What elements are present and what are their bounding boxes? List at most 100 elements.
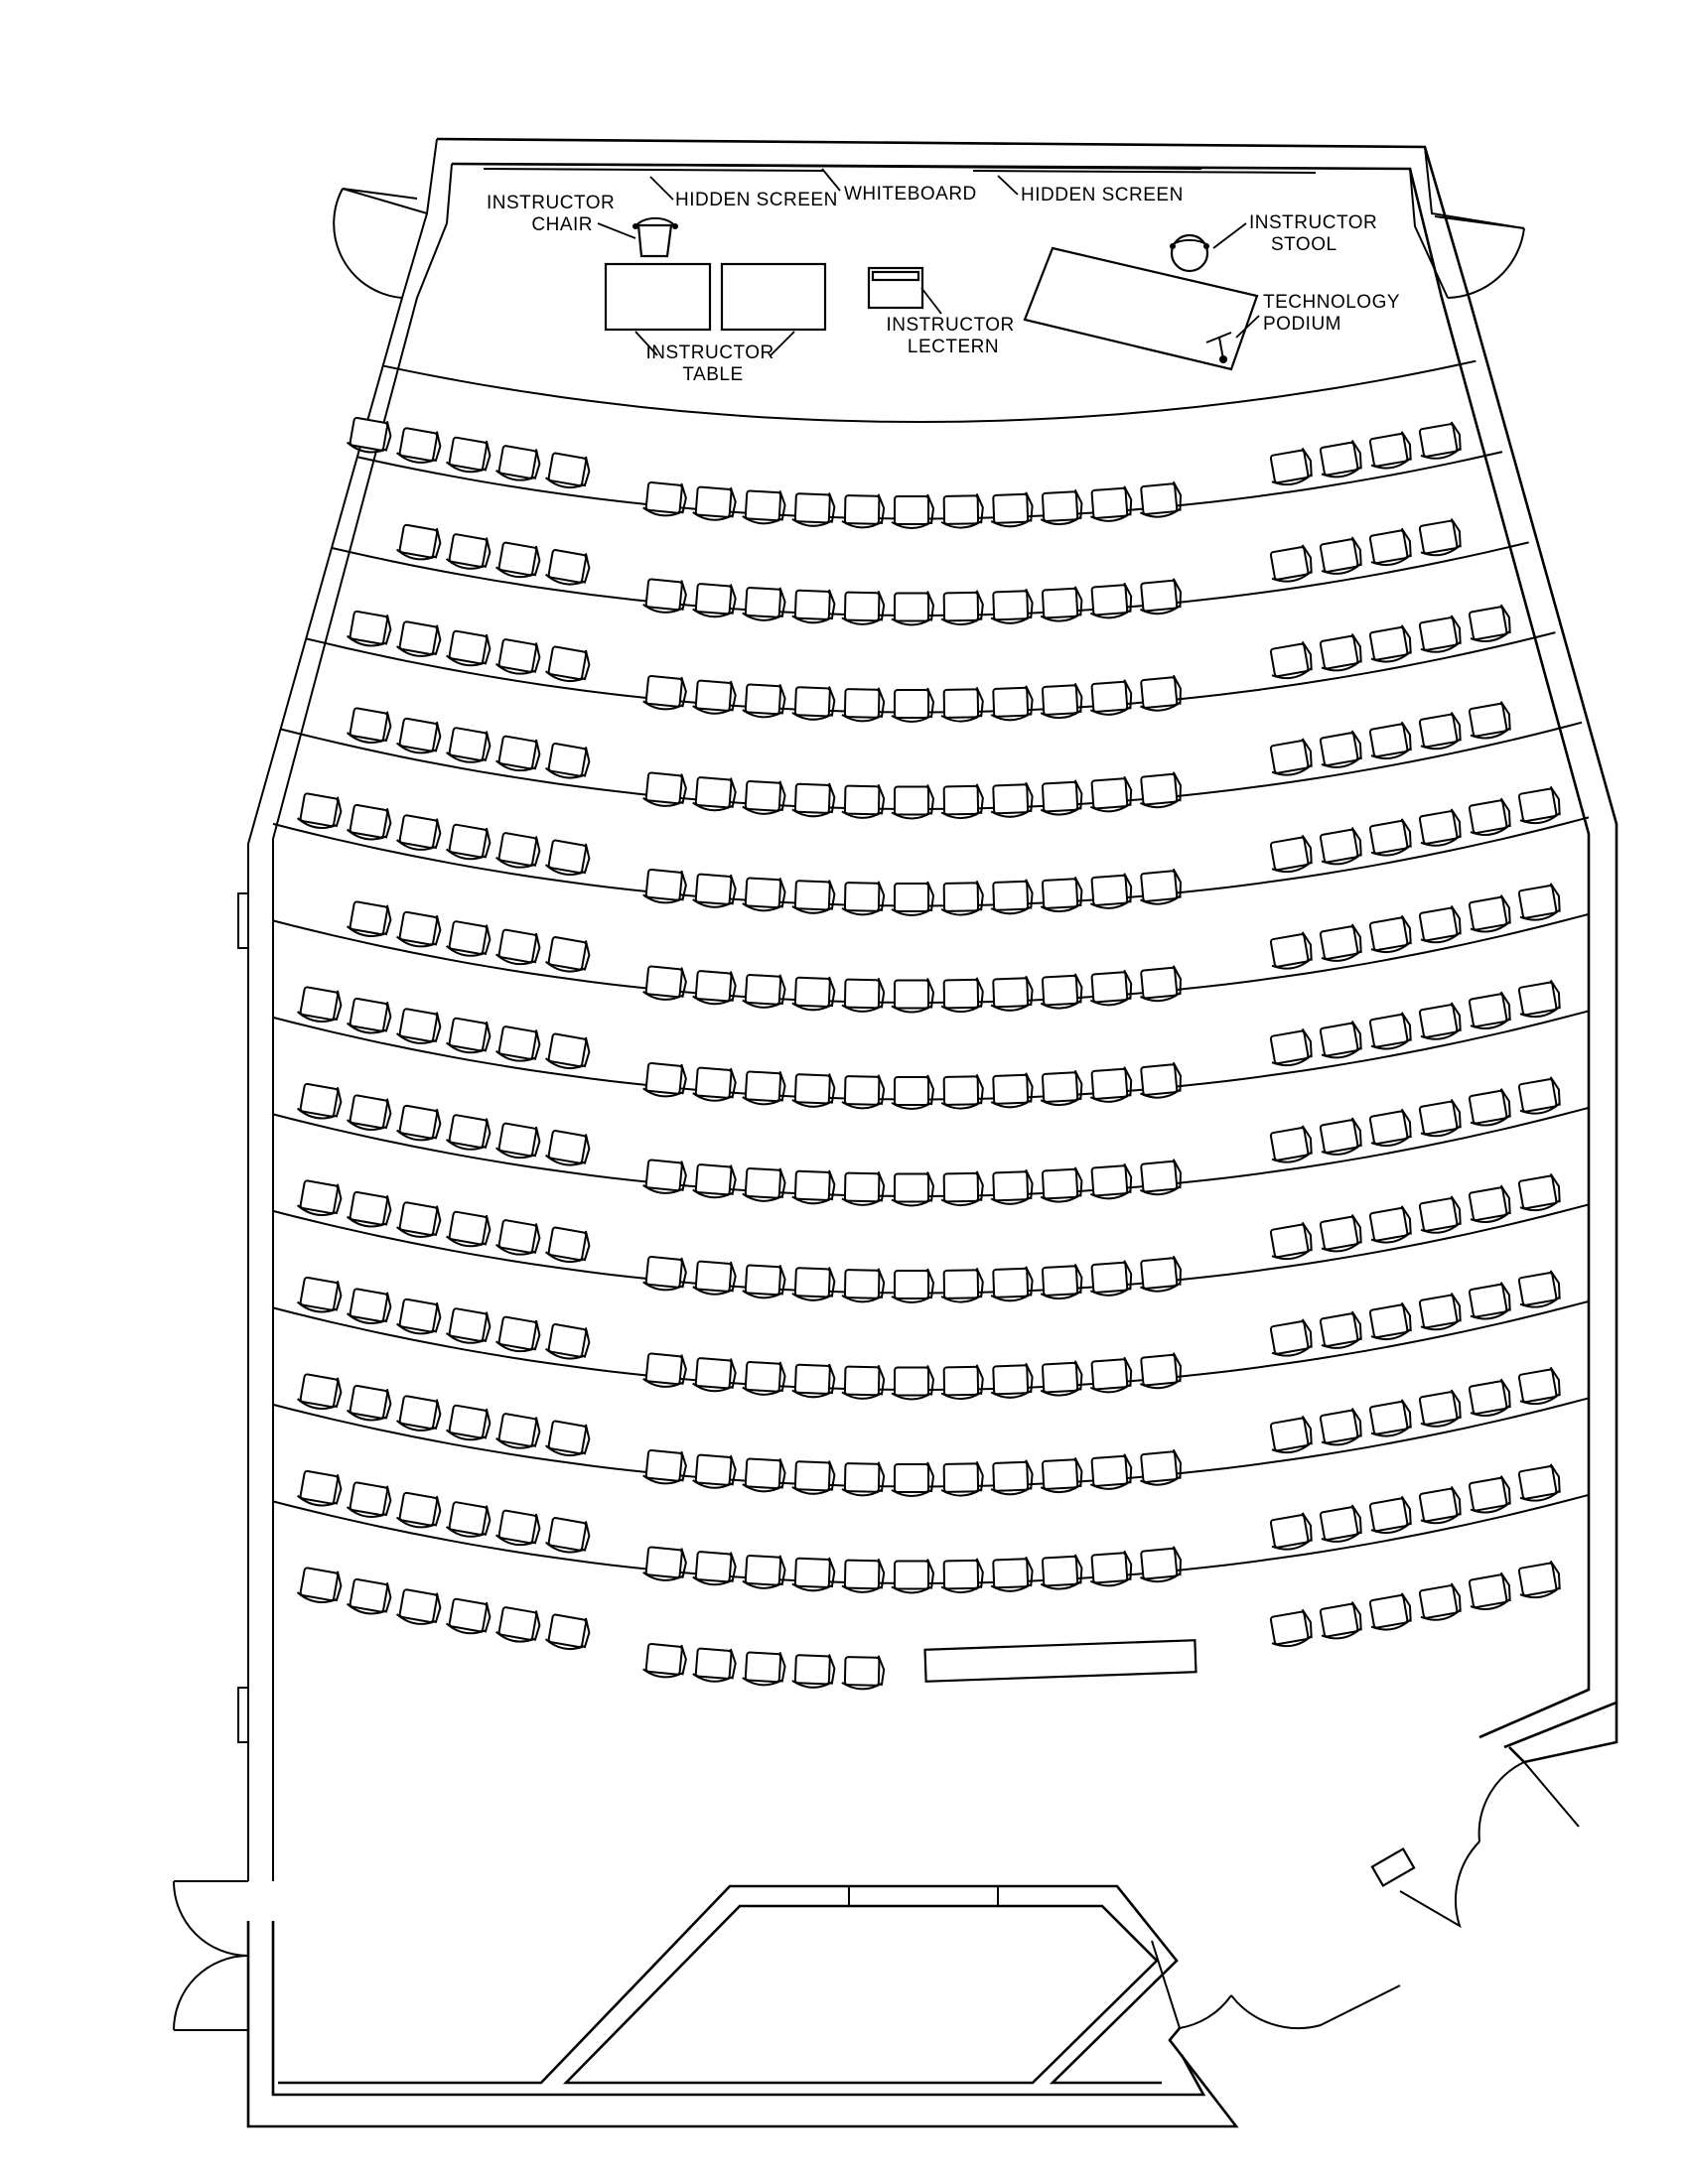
seat: [642, 675, 687, 711]
seat: [1368, 527, 1412, 567]
seat: [1269, 544, 1313, 583]
seat: [296, 1469, 343, 1507]
seat: [642, 869, 687, 904]
seat: [1517, 883, 1561, 921]
seat: [891, 591, 935, 626]
lower-platform: [278, 1884, 1179, 2085]
seat: [1517, 979, 1561, 1019]
label-technology-podium-line2: PODIUM: [1263, 314, 1341, 335]
seat: [642, 1256, 687, 1292]
left-wall-recess-lower: [237, 1687, 248, 1743]
seat: [692, 1453, 737, 1489]
seat: [791, 1073, 836, 1108]
seat: [940, 880, 984, 916]
tier-lines: [272, 359, 1590, 1584]
seat: [445, 1017, 492, 1054]
seat: [1269, 1318, 1313, 1357]
seat: [445, 1114, 492, 1151]
platform-inner-step: [566, 1886, 1033, 2084]
seat: [1517, 1270, 1561, 1308]
seat: [692, 1163, 737, 1199]
seat: [395, 1008, 442, 1044]
seat: [841, 1170, 886, 1206]
seat: [1269, 1608, 1313, 1648]
seat: [494, 1413, 541, 1449]
seat: [1040, 1166, 1083, 1203]
seat: [1319, 1504, 1362, 1543]
seat: [1468, 1571, 1511, 1610]
seat: [445, 727, 492, 763]
seat: [1368, 914, 1412, 954]
seat: [940, 977, 984, 1014]
seat: [642, 1159, 687, 1194]
door-upper-left: [333, 188, 418, 299]
seat: [891, 784, 935, 820]
instructor-chair: [633, 216, 678, 258]
seat: [990, 1266, 1034, 1302]
seat: [1089, 1066, 1133, 1103]
seat: [692, 485, 737, 521]
upper-right-jamb: [1409, 146, 1525, 299]
seat: [346, 416, 392, 454]
seat: [1140, 480, 1182, 518]
seat: [1468, 701, 1511, 740]
tier-line: [357, 451, 1503, 520]
seat: [296, 1179, 343, 1216]
instructor-lectern: [867, 266, 924, 310]
tier-line: [272, 1106, 1590, 1197]
seat: [346, 1190, 392, 1228]
seat: [494, 928, 541, 966]
seat: [445, 1404, 492, 1441]
seat: [692, 1551, 737, 1586]
seat: [990, 1072, 1034, 1109]
seat: [1269, 447, 1313, 486]
seat: [544, 1130, 591, 1166]
seat: [544, 839, 591, 877]
seat: [1418, 1485, 1462, 1525]
seat: [891, 978, 935, 1014]
seat: [841, 1268, 886, 1303]
seat: [445, 1597, 492, 1635]
label-technology-podium: TECHNOLOGY PODIUM: [1263, 292, 1405, 335]
technology-podium: [1023, 246, 1259, 371]
label-instructor-table: INSTRUCTOR TABLE: [646, 342, 780, 385]
seat: [841, 881, 886, 916]
seat: [494, 445, 541, 481]
seat: [1368, 1592, 1412, 1631]
seat: [1089, 1356, 1133, 1394]
seat: [346, 1288, 392, 1324]
seat: [692, 776, 737, 812]
label-instructor-lectern: INSTRUCTOR LECTERN: [887, 315, 1021, 357]
seat: [791, 1557, 836, 1592]
seat: [742, 1070, 786, 1106]
seat: [494, 1315, 541, 1353]
seat: [346, 1577, 392, 1615]
seat: [1040, 876, 1083, 913]
seat: [1140, 771, 1182, 809]
seat: [940, 1073, 984, 1110]
tier-line: [306, 631, 1556, 714]
seat: [1319, 1310, 1362, 1349]
seat: [742, 683, 786, 719]
seat: [742, 1651, 786, 1687]
seat: [642, 1352, 687, 1388]
seat: [1368, 1301, 1412, 1341]
seat: [1319, 633, 1362, 672]
seat: [544, 936, 591, 973]
tier-line: [272, 1397, 1590, 1488]
seat: [1040, 1360, 1083, 1397]
seat: [1319, 1408, 1362, 1446]
seat: [1089, 1162, 1133, 1200]
tier-line: [272, 1299, 1590, 1391]
seat: [791, 976, 836, 1012]
seat: [1089, 1550, 1133, 1587]
instructor-table-right: [720, 262, 827, 332]
seat: [990, 975, 1034, 1012]
seat: [346, 900, 392, 937]
label-hidden-screen-right: HIDDEN SCREEN: [1021, 185, 1184, 205]
seat: [296, 986, 343, 1023]
seat: [891, 1365, 935, 1401]
seat: [791, 782, 836, 818]
seat: [1040, 586, 1083, 622]
label-hidden-screen-left: HIDDEN SCREEN: [675, 190, 838, 210]
